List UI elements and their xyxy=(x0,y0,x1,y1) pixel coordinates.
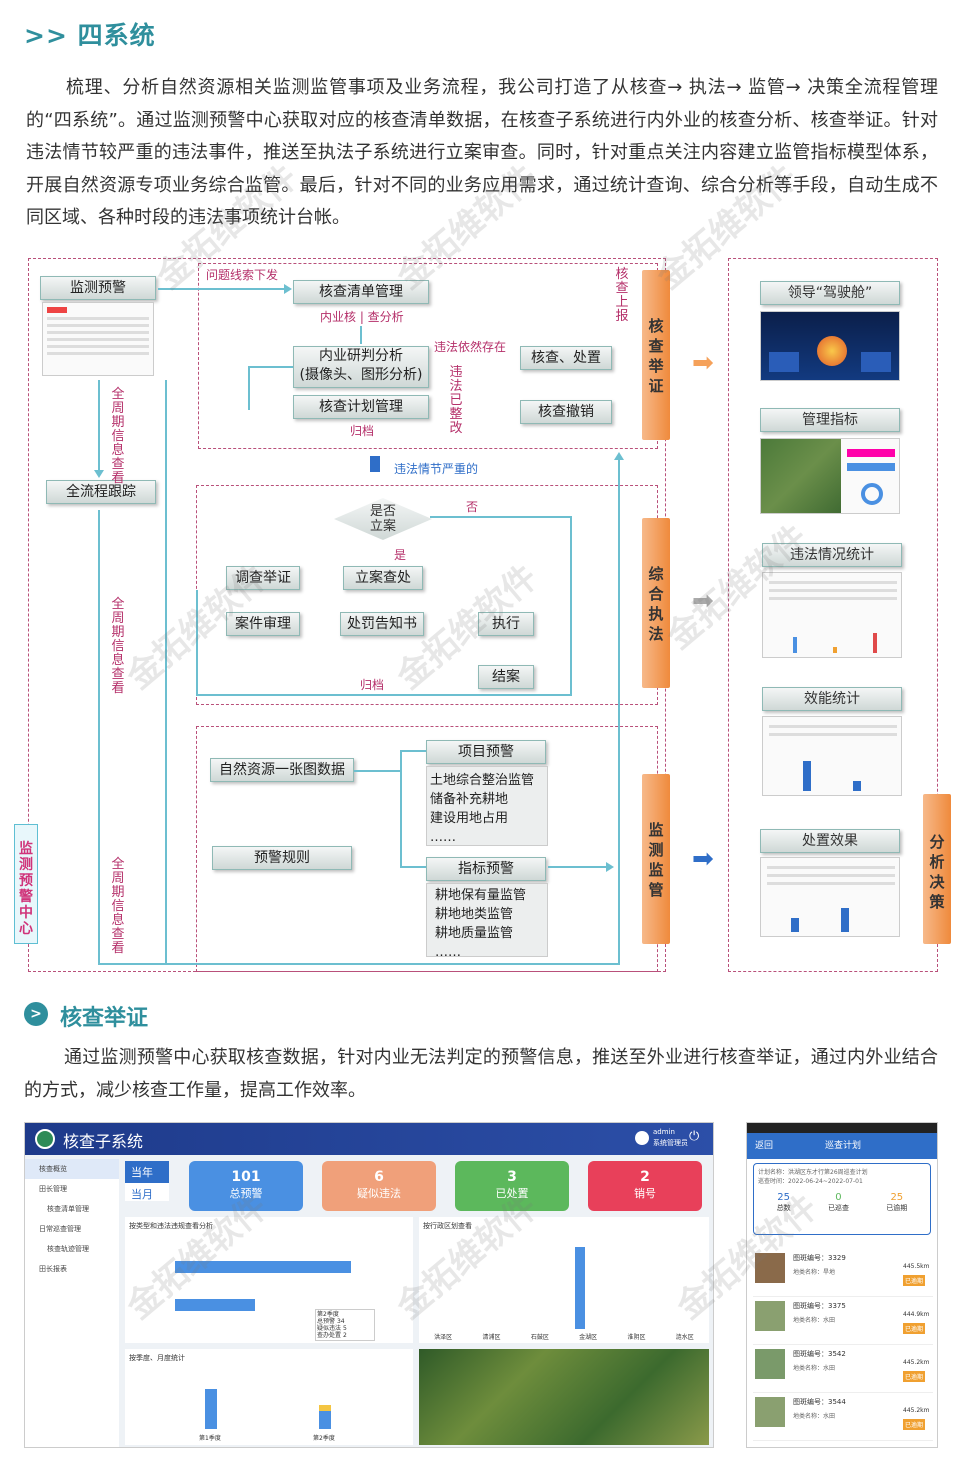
logout-icon[interactable]: ⏻ xyxy=(689,1129,700,1144)
patch-list: 图斑编号：3329 地类名称：旱地 445.5km 已逾期 图斑编号：3375 … xyxy=(753,1249,933,1441)
efficiency-title: 效能统计 xyxy=(762,687,902,711)
arrow-right-icon: ➡ xyxy=(692,348,714,378)
full-cycle-label-2: 全周期信息查看 xyxy=(111,597,125,696)
rules-box: 预警规则 xyxy=(212,846,352,870)
app-title: 核查子系统 xyxy=(63,1132,144,1151)
violations-thumbnail xyxy=(762,572,902,658)
yes-label: 是 xyxy=(394,548,407,562)
report-up-label: 核查上报 xyxy=(615,267,629,324)
list-item: 图斑编号：3544 地类名称：水田 445.2km 已逾期 xyxy=(753,1393,933,1441)
full-cycle-label: 全周期信息查看 xyxy=(111,387,125,486)
tab-year[interactable]: 当年 xyxy=(125,1161,169,1183)
side-verify: 核查举证 xyxy=(642,270,670,440)
user-name: admin xyxy=(653,1128,675,1136)
avatar[interactable] xyxy=(635,1131,649,1145)
menu-item[interactable]: 核查概览 xyxy=(25,1159,119,1179)
app-logo-icon xyxy=(35,1129,55,1149)
execute-box: 执行 xyxy=(478,612,534,636)
close-box: 结案 xyxy=(478,665,534,689)
inner-outer-label: 内业核 | 查分析 xyxy=(320,310,404,324)
review-box: 案件审理 xyxy=(226,612,300,636)
monitor-table-thumbnail xyxy=(42,302,154,376)
panel-type: 按类型和违法违规查看分析 第2季度 总预警 34 疑似违法 5 查办处置 2 xyxy=(125,1217,413,1343)
section-title-four-systems: >> 四系统 xyxy=(24,21,156,50)
arrow-right-icon: ➡ xyxy=(692,844,714,874)
menu-item[interactable]: 日常巡查管理 xyxy=(39,1225,81,1233)
archive-label: 归档 xyxy=(350,424,375,438)
cockpit-title: 领导“驾驶舱” xyxy=(760,281,900,305)
menu-item[interactable]: 田长报表 xyxy=(39,1265,67,1273)
full-track-box: 全流程跟踪 xyxy=(46,480,156,504)
list-item: 图斑编号：3329 地类名称：旱地 445.5km 已逾期 xyxy=(753,1249,933,1297)
monitor-warning-box: 监测预警 xyxy=(40,276,156,300)
violations-title: 违法情况统计 xyxy=(762,543,902,567)
one-map-box: 自然资源一张图数据 xyxy=(210,758,354,782)
indicators-title: 管理指标 xyxy=(760,408,900,432)
section-bullet-icon: > xyxy=(24,1002,48,1026)
issue-down-label: 问题线索下发 xyxy=(206,268,279,282)
indicators-thumbnail xyxy=(760,438,900,514)
verify-app-window: 核查子系统 admin 系统管理员 ⏻ 核查概览 田长管理 核查清单管理 日常巡… xyxy=(24,1122,714,1448)
effect-title: 处置效果 xyxy=(760,829,900,853)
list-mgmt-box: 核查清单管理 xyxy=(293,280,429,304)
full-cycle-label-3: 全周期信息查看 xyxy=(111,857,125,956)
panel-quarter: 按季度、月度统计 第1季度 第2季度 xyxy=(125,1349,413,1445)
arrow-right-icon: ➡ xyxy=(692,586,714,616)
menu-item[interactable]: 核查轨迹管理 xyxy=(47,1245,89,1253)
monitor-center-label: 监测预警中心 xyxy=(14,824,38,944)
inner-research-box: 内业研判分析 (摄像头、图形分析) xyxy=(293,346,429,388)
notice-box: 处罚告知书 xyxy=(340,612,424,636)
section-title-verify: 核查举证 xyxy=(60,1006,149,1031)
tooltip: 第2季度 总预警 34 疑似违法 5 查办处置 2 xyxy=(315,1309,375,1341)
list-item: 图斑编号：3375 地类名称：水田 444.9km 已逾期 xyxy=(753,1297,933,1345)
rectified-label: 违法已整改 xyxy=(449,365,463,436)
list-item: 图斑编号：3542 地类名称：水田 445.2km 已逾期 xyxy=(753,1345,933,1393)
index-items: 耕地保有量监管 耕地地类监管 耕地质量监管 …… xyxy=(426,883,548,960)
effect-thumbnail xyxy=(760,857,900,937)
no-label: 否 xyxy=(466,500,479,514)
phone-header-title: 巡查计划 xyxy=(825,1141,862,1151)
phone-screenshot: 返回 巡查计划 计划名称：洪湖区东才行第26周巡查计划 巡查时间：2022-06… xyxy=(746,1122,938,1448)
user-role: 系统管理员 xyxy=(653,1139,688,1147)
side-decision: 分析决策 xyxy=(923,794,951,944)
tab-month[interactable]: 当月 xyxy=(131,1188,153,1201)
side-supervise: 监测监管 xyxy=(642,774,670,944)
archive-label-2: 归档 xyxy=(360,678,385,692)
cockpit-thumbnail xyxy=(760,311,900,381)
verify-paragraph: 通过监测预警中心获取核查数据，针对内业无法判定的预警信息，推送至外业进行核查举证… xyxy=(24,1047,938,1101)
file-handle-box: 立案查处 xyxy=(343,566,423,590)
panel-district: 按行政区划查看 洪泽区清浦区石鼓区金湖区淮阴区涟水区 xyxy=(419,1217,709,1343)
verify-revoke-box: 核查撤销 xyxy=(520,400,612,424)
efficiency-thumbnail xyxy=(762,716,902,796)
intro-paragraph: 梳理、分析自然资源相关监测监管事项及业务流程，我公司打造了从核查→ 执法→ 监管… xyxy=(26,77,938,228)
menu-item[interactable]: 田长管理 xyxy=(39,1185,67,1193)
menu-item[interactable]: 核查清单管理 xyxy=(47,1205,89,1213)
investigate-box: 调查举证 xyxy=(226,566,300,590)
index-warning-box: 指标预警 xyxy=(426,857,546,881)
sidebar: 核查概览 田长管理 核查清单管理 日常巡查管理 核查轨迹管理 田长报表 xyxy=(25,1159,119,1447)
side-enforce: 综合执法 xyxy=(642,518,670,688)
serious-label: 违法情节严重的 xyxy=(394,462,479,476)
still-exists-label: 违法依然存在 xyxy=(434,340,507,354)
project-warning-box: 项目预警 xyxy=(426,740,546,764)
verify-handle-box: 核查、处置 xyxy=(520,346,612,370)
map-panel[interactable] xyxy=(419,1349,709,1445)
back-button[interactable]: 返回 xyxy=(755,1141,774,1151)
project-items: 土地综合整治监管 储备补充耕地 建设用地占用 …… xyxy=(426,766,548,846)
plan-mgmt-box: 核查计划管理 xyxy=(293,395,429,419)
